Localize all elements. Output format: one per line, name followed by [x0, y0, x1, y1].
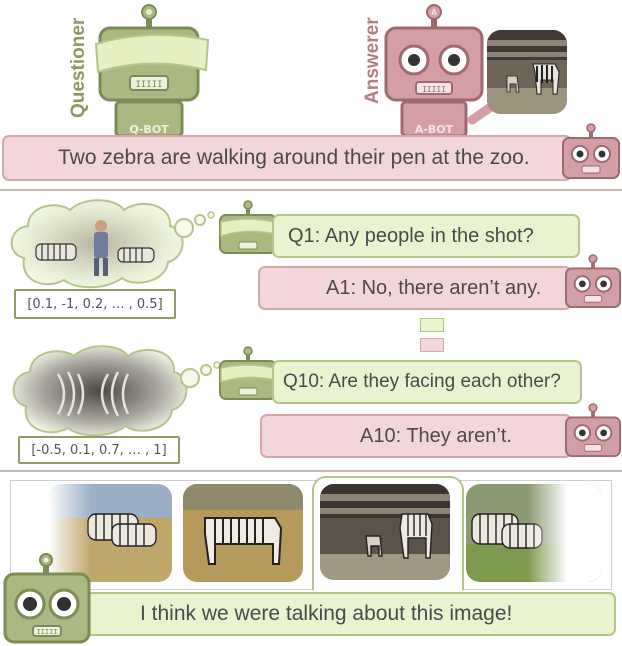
svg-text:A: A: [431, 8, 437, 17]
answer-text-10: A10: They aren’t.: [360, 424, 512, 447]
image-pool-frame: [10, 480, 612, 590]
answer-bubble-1: [258, 266, 572, 310]
svg-text:IIIII: IIIII: [135, 80, 162, 90]
abot-small-icon-1: [565, 254, 621, 309]
guess-text: I think we were talking about this image…: [140, 602, 513, 625]
svg-text:IIIII: IIIII: [422, 85, 446, 94]
abot-small-icon-10: [565, 403, 621, 458]
thought-cloud-10: [12, 345, 221, 437]
answer-text-1: A1: No, there aren’t any.: [326, 276, 542, 299]
qbot-small-icon-1: [219, 200, 277, 254]
svg-text:IIIII: IIIII: [36, 628, 57, 636]
questioner-label: Questioner: [68, 17, 89, 118]
qbot-eyes-open-icon: IIIII: [3, 553, 91, 644]
separator-top: [0, 189, 622, 191]
abot-image-photo: [487, 30, 567, 114]
abot-small-icon: [562, 123, 620, 179]
thought-cloud-1: [10, 199, 215, 289]
ellipsis-green-block: [420, 318, 444, 332]
separator-bottom: [0, 470, 622, 472]
svg-text:A-BOT: A-BOT: [415, 123, 454, 136]
candidate-image-2[interactable]: [183, 484, 303, 582]
question-text-10: Q10: Are they facing each other?: [283, 371, 561, 392]
question-bubble-1: [272, 214, 580, 258]
question-text-1: Q1: Any people in the shot?: [288, 224, 534, 247]
ellipsis-pink-block: [420, 338, 444, 352]
guess-bubble: [60, 592, 616, 636]
svg-text:Q-BOT: Q-BOT: [129, 123, 169, 136]
caption-text: Two zebra are walking around their pen a…: [58, 146, 530, 169]
caption-bubble: [2, 135, 572, 181]
answer-bubble-10: [260, 414, 572, 458]
qbot-small-icon-10: [219, 346, 277, 400]
state-vector-10: [-0.5, 0.1, 0.7, … , 1]: [18, 436, 180, 464]
state-vector-1: [0.1, -1, 0.2, … , 0.5]: [14, 289, 176, 319]
question-bubble-10: [272, 360, 582, 404]
candidate-image-3[interactable]: [320, 484, 450, 580]
qbot-blindfold-icon: [94, 33, 210, 74]
candidate-image-1[interactable]: [48, 484, 172, 582]
candidate-image-4[interactable]: [466, 484, 602, 582]
